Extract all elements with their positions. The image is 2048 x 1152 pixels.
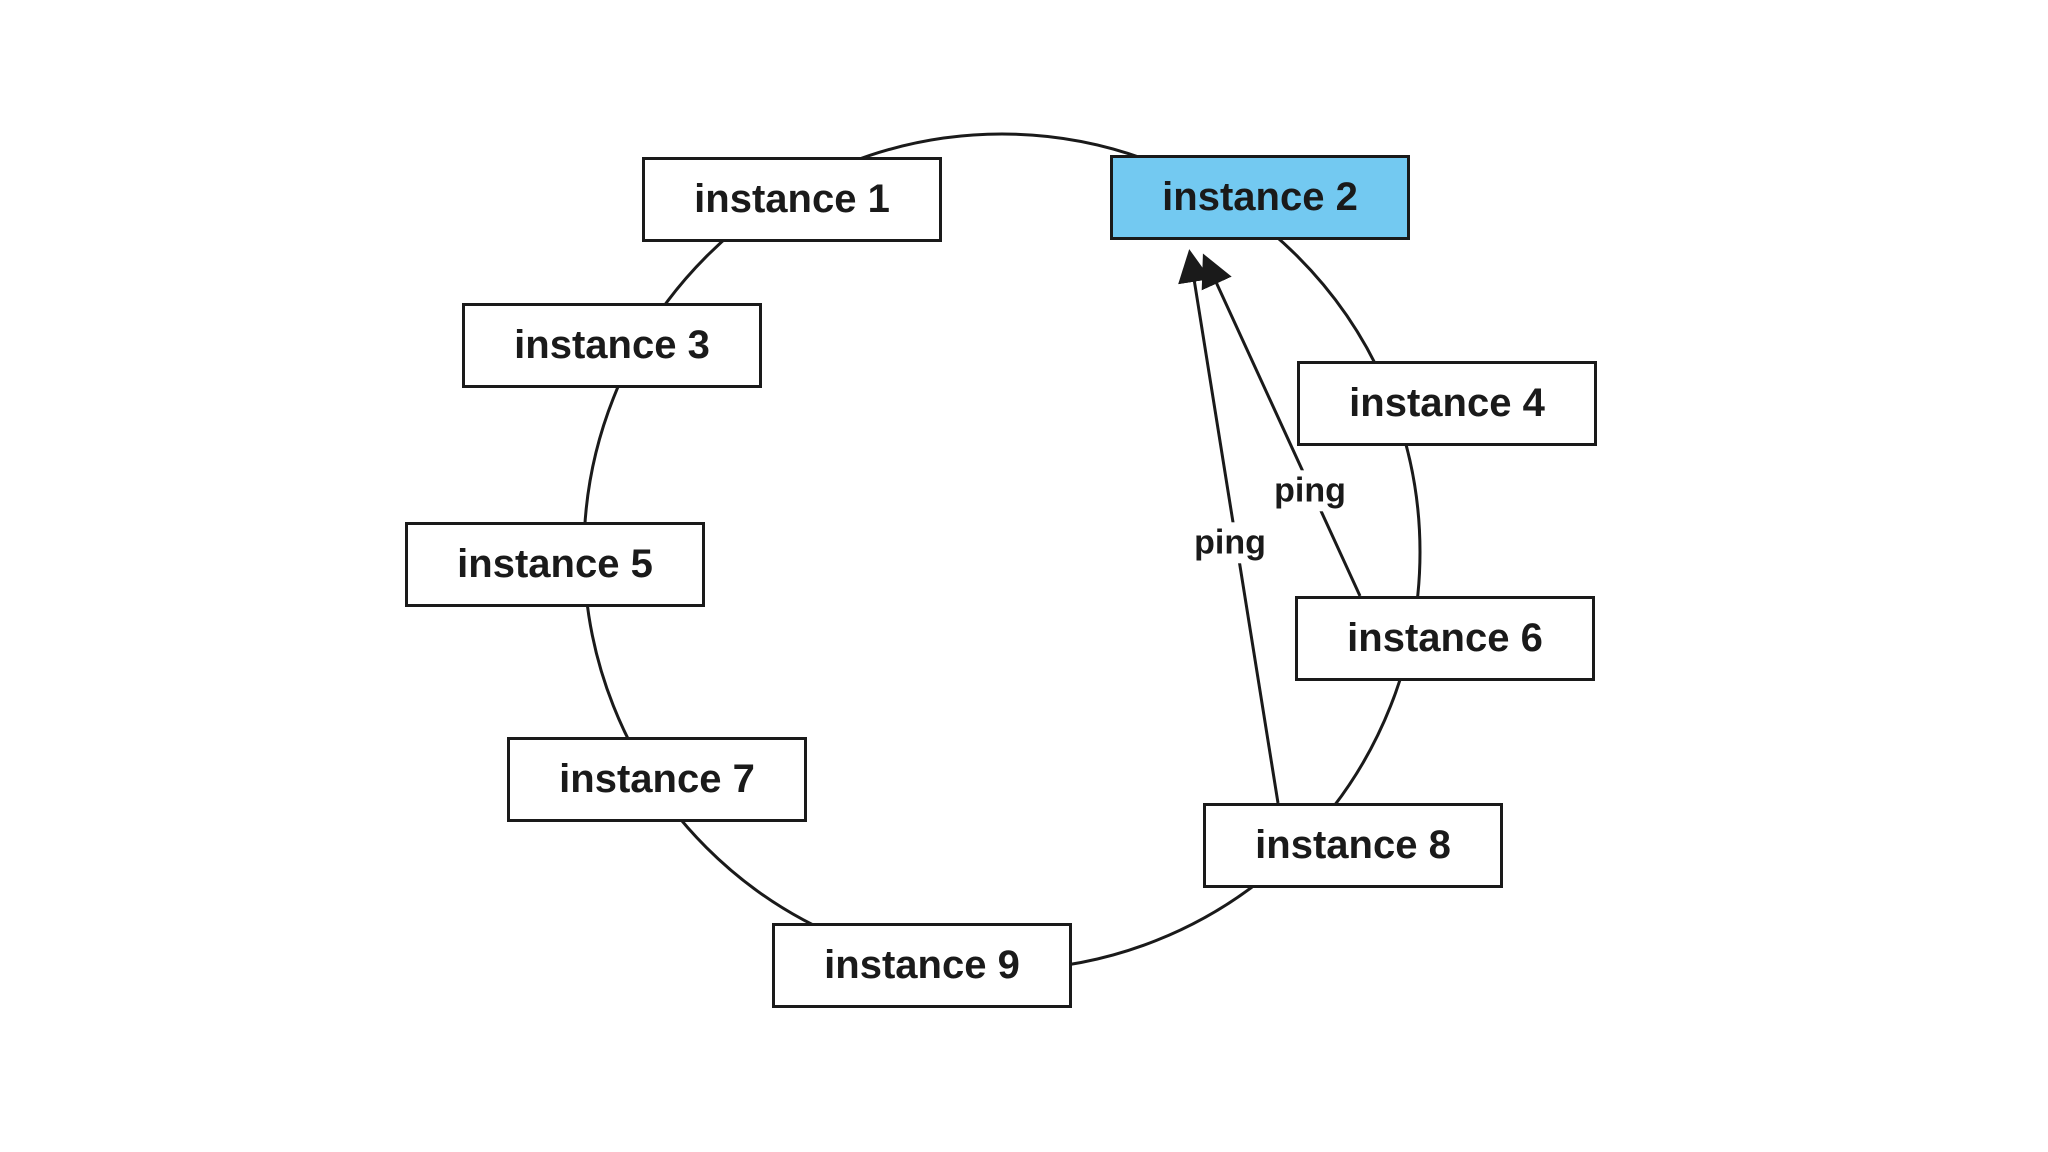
node-instance-8: instance 8 [1203,803,1503,888]
ping-arrow-instance6-to-instance2 [1201,253,1362,597]
edge-label-ping-instance6: ping [1266,470,1354,512]
node-instance-7: instance 7 [507,737,807,822]
edge-label-ping-instance8: ping [1186,522,1274,564]
node-instance-9: instance 9 [772,923,1072,1008]
node-instance-5: instance 5 [405,522,705,607]
node-instance-1: instance 1 [642,157,942,242]
node-instance-4: instance 4 [1297,361,1597,446]
node-instance-3: instance 3 [462,303,762,388]
node-instance-2: instance 2 [1110,155,1410,240]
node-instance-6: instance 6 [1295,596,1595,681]
